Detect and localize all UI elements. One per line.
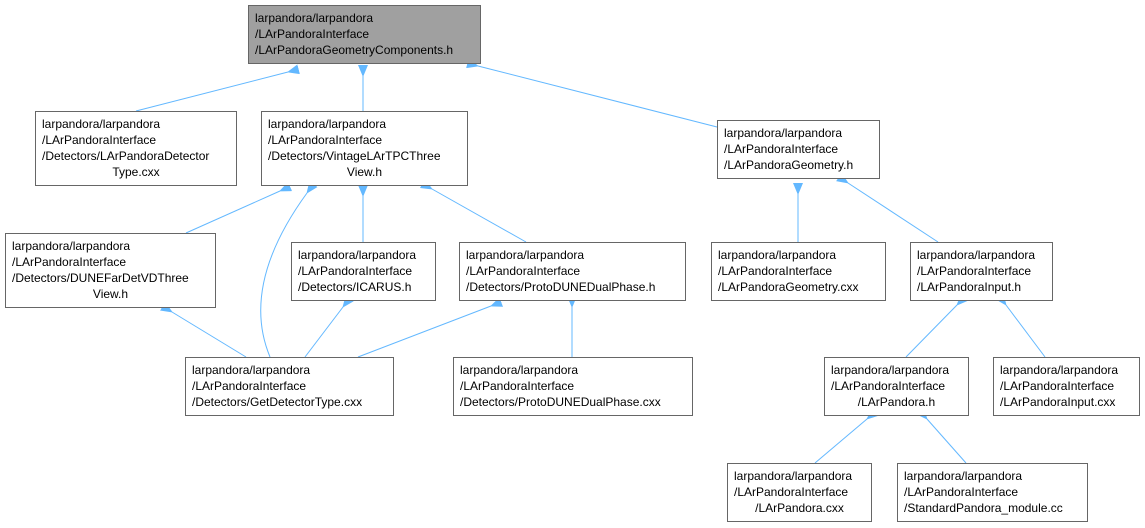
node-line: /LArPandoraInterface [724,142,839,156]
node-line: View.h [92,287,129,301]
node-line: /LArPandoraInterface [718,264,833,278]
node-line: /Detectors/ICARUS.h [298,280,412,294]
node-line: /LArPandora.h [857,395,936,409]
node-line: /LArPandoraInterface [1000,379,1115,393]
node-line: /LArPandoraGeometry.cxx [718,280,859,294]
node-line: larpandora/larpandora [917,248,1036,262]
node-line: /LArPandoraGeometry.h [724,158,854,172]
node-standard-pandora-module-cc[interactable]: larpandora/larpandora /LArPandoraInterfa… [897,463,1088,522]
node-line: /LArPandoraInterface [192,379,307,393]
node-detector-type-cxx[interactable]: larpandora/larpandora /LArPandoraInterfa… [35,111,237,186]
node-geometry-cxx[interactable]: larpandora/larpandora /LArPandoraInterfa… [711,242,886,301]
node-line: /Detectors/ProtoDUNEDualPhase.h [466,280,656,294]
node-geometry-h[interactable]: larpandora/larpandora /LArPandoraInterfa… [717,120,880,179]
node-line: /Detectors/DUNEFarDetVDThree [12,271,189,285]
node-line: larpandora/larpandora [1000,363,1119,377]
node-line: larpandora/larpandora [460,363,579,377]
node-protodune-dual-phase-h[interactable]: larpandora/larpandora /LArPandoraInterfa… [459,242,686,301]
edge-get-detector-type-to-vintage-curve [260,181,318,358]
edges [135,58,1046,464]
node-line: larpandora/larpandora [718,248,837,262]
node-icarus-h[interactable]: larpandora/larpandora /LArPandoraInterfa… [291,242,436,301]
node-line: /LArPandoraInput.cxx [1000,395,1116,409]
node-line: /LArPandoraInterface [831,379,946,393]
node-line: larpandora/larpandora [192,363,311,377]
node-line: /Detectors/VintageLArTPCThree [268,149,441,163]
node-line: /LArPandoraInterface [42,133,157,147]
node-input-h[interactable]: larpandora/larpandora /LArPandoraInterfa… [910,242,1053,301]
edge-larpandora-cxx-to-larpandora-h [814,408,879,464]
node-line: /LArPandora.cxx [755,501,844,515]
edge-geometry-h-to-root [466,58,718,128]
node-get-detector-type-cxx[interactable]: larpandora/larpandora /LArPandoraInterfa… [185,357,394,416]
node-line: /LArPandoraInterface [734,485,849,499]
node-line: larpandora/larpandora [268,117,387,131]
edge-input-h-to-geometry-h [836,172,939,243]
node-line: View.h [346,165,383,179]
edge-dune-fd-vd-to-vintage [185,181,293,234]
edge-input-cxx-to-input-h [995,293,1046,358]
node-line: /Detectors/ProtoDUNEDualPhase.cxx [460,395,661,409]
node-larpandora-h[interactable]: larpandora/larpandora /LArPandoraInterfa… [824,357,969,416]
edge-get-detector-type-to-icarus [304,295,354,358]
node-line: /LArPandoraInterface [268,133,383,147]
node-line: /StandardPandora_module.cc [904,501,1063,515]
node-line: /LArPandoraInterface [298,264,413,278]
node-line: /LArPandoraInterface [12,255,127,269]
edge-protodune-h-to-vintage [419,179,527,243]
edge-get-detector-type-to-protodune-h [357,297,504,358]
node-line: larpandora/larpandora [466,248,585,262]
node-line: /LArPandoraGeometryComponents.h [255,43,454,57]
node-line: /LArPandoraInput.h [917,280,1022,294]
edge-standard-module-to-larpandora-h [915,407,967,464]
node-line: larpandora/larpandora [831,363,950,377]
node-line: Type.cxx [112,165,160,179]
node-line: /LArPandoraInterface [917,264,1032,278]
node-line: larpandora/larpandora [42,117,161,131]
node-line: larpandora/larpandora [12,239,131,253]
node-line: /Detectors/GetDetectorType.cxx [192,395,363,409]
node-dune-fd-vd-three-view-h[interactable]: larpandora/larpandora /LArPandoraInterfa… [5,233,216,308]
node-line: /Detectors/LArPandoraDetector [42,149,210,163]
node-line: larpandora/larpandora [724,126,843,140]
node-root-geometry-components-h[interactable]: larpandora/larpandora /LArPandoraInterfa… [248,5,481,64]
node-line: /LArPandoraInterface [255,27,370,41]
node-line: larpandora/larpandora [734,469,853,483]
edge-detector-type-cxx-to-root [135,64,300,112]
node-line: /LArPandoraInterface [460,379,575,393]
node-line: larpandora/larpandora [255,11,374,25]
node-larpandora-cxx[interactable]: larpandora/larpandora /LArPandoraInterfa… [727,463,872,522]
node-protodune-dual-phase-cxx[interactable]: larpandora/larpandora /LArPandoraInterfa… [453,357,693,416]
edge-larpandora-h-to-input-h [905,293,969,358]
node-line: larpandora/larpandora [904,469,1023,483]
node-input-cxx[interactable]: larpandora/larpandora /LArPandoraInterfa… [993,357,1140,416]
node-vintage-three-view-h[interactable]: larpandora/larpandora /LArPandoraInterfa… [261,111,468,186]
node-line: larpandora/larpandora [298,248,417,262]
edge-get-detector-type-to-dune [160,302,247,358]
node-line: /LArPandoraInterface [904,485,1019,499]
node-line: /LArPandoraInterface [466,264,581,278]
